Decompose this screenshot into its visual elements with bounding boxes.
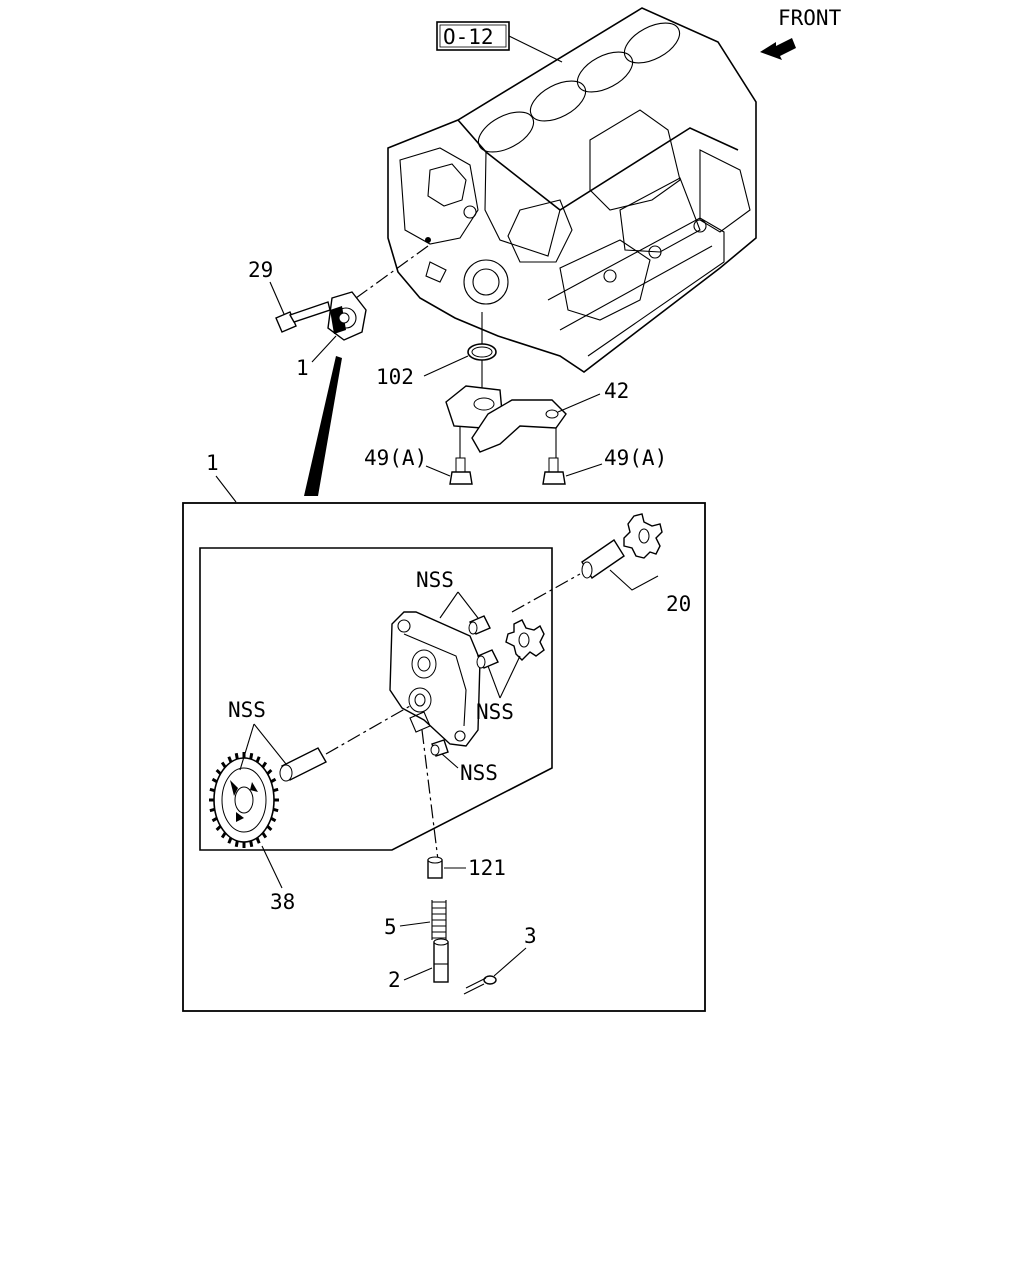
gear-tooth <box>211 816 218 823</box>
shaft-20[interactable] <box>581 539 625 579</box>
bolt-49a-left[interactable] <box>449 457 473 485</box>
gear-tooth <box>249 752 254 760</box>
gear-tooth <box>234 752 239 760</box>
gear-tooth <box>255 756 261 763</box>
gear-tooth <box>209 787 216 793</box>
gear-tooth <box>261 832 268 839</box>
gear-tooth <box>220 761 227 768</box>
pump-body[interactable] <box>389 611 481 747</box>
gear-tooth <box>220 832 227 839</box>
callout-49a-right: 49(A) <box>604 446 667 470</box>
gear-tooth <box>270 777 277 784</box>
gear-tooth <box>249 840 254 848</box>
subassembly-frame <box>199 547 553 851</box>
gear-tooth <box>227 837 233 844</box>
callout-1-top: 1 <box>296 356 309 380</box>
pump-drive-gear[interactable] <box>505 619 545 661</box>
pin-nss-3[interactable] <box>430 739 449 757</box>
callout-38: 38 <box>270 890 295 914</box>
pin-nss-1[interactable] <box>468 615 491 635</box>
callout-nss-right: NSS <box>476 700 514 724</box>
pin-3[interactable] <box>463 975 497 995</box>
gear-tooth <box>272 807 279 813</box>
callout-2: 2 <box>388 968 401 992</box>
shaft-38[interactable] <box>279 747 327 782</box>
callout-49a-left: 49(A) <box>364 446 427 470</box>
callout-20: 20 <box>666 592 691 616</box>
callout-1-assembly: 1 <box>206 451 219 475</box>
assembly-frame <box>182 502 706 1012</box>
callout-5: 5 <box>384 915 397 939</box>
oil-pump-small[interactable] <box>327 291 367 341</box>
gear-38[interactable] <box>209 752 279 848</box>
oil-pipe-42[interactable] <box>445 385 567 453</box>
callout-29: 29 <box>248 258 273 282</box>
gear-tooth <box>211 777 218 784</box>
gear-tooth <box>227 756 233 763</box>
gear-tooth <box>266 768 273 775</box>
reference-box-label: O-12 <box>443 25 494 49</box>
bolt-29[interactable] <box>275 301 331 333</box>
gear-tooth <box>266 825 273 832</box>
spring-5[interactable] <box>431 900 447 940</box>
gear-tooth <box>209 807 216 813</box>
front-label: FRONT <box>778 6 842 30</box>
gear-tooth <box>261 761 268 768</box>
callout-nss-left: NSS <box>228 698 266 722</box>
callout-nss-bottom: NSS <box>460 761 498 785</box>
reference-box[interactable]: O-12 <box>436 21 563 63</box>
o-ring-102[interactable] <box>467 343 497 361</box>
plug-121[interactable] <box>427 856 443 879</box>
callout-102: 102 <box>376 365 414 389</box>
callout-3: 3 <box>524 924 537 948</box>
gear-20[interactable] <box>623 513 663 559</box>
callout-121: 121 <box>468 856 506 880</box>
front-arrow-icon <box>760 38 796 60</box>
bolt-49a-right[interactable] <box>542 457 566 485</box>
gear-tooth <box>234 840 239 848</box>
gear-tooth <box>215 825 222 832</box>
callout-42: 42 <box>604 379 629 403</box>
cylinder-block <box>387 7 757 373</box>
detail-pointer <box>304 356 342 496</box>
front-indicator: FRONT <box>760 6 842 60</box>
callout-nss-top: NSS <box>416 568 454 592</box>
gear-tooth <box>272 787 279 793</box>
gear-tooth <box>255 837 261 844</box>
gear-tooth <box>270 816 277 823</box>
valve-2[interactable] <box>433 938 449 983</box>
gear-tooth <box>215 768 222 775</box>
pin-nss-2[interactable] <box>476 649 499 669</box>
